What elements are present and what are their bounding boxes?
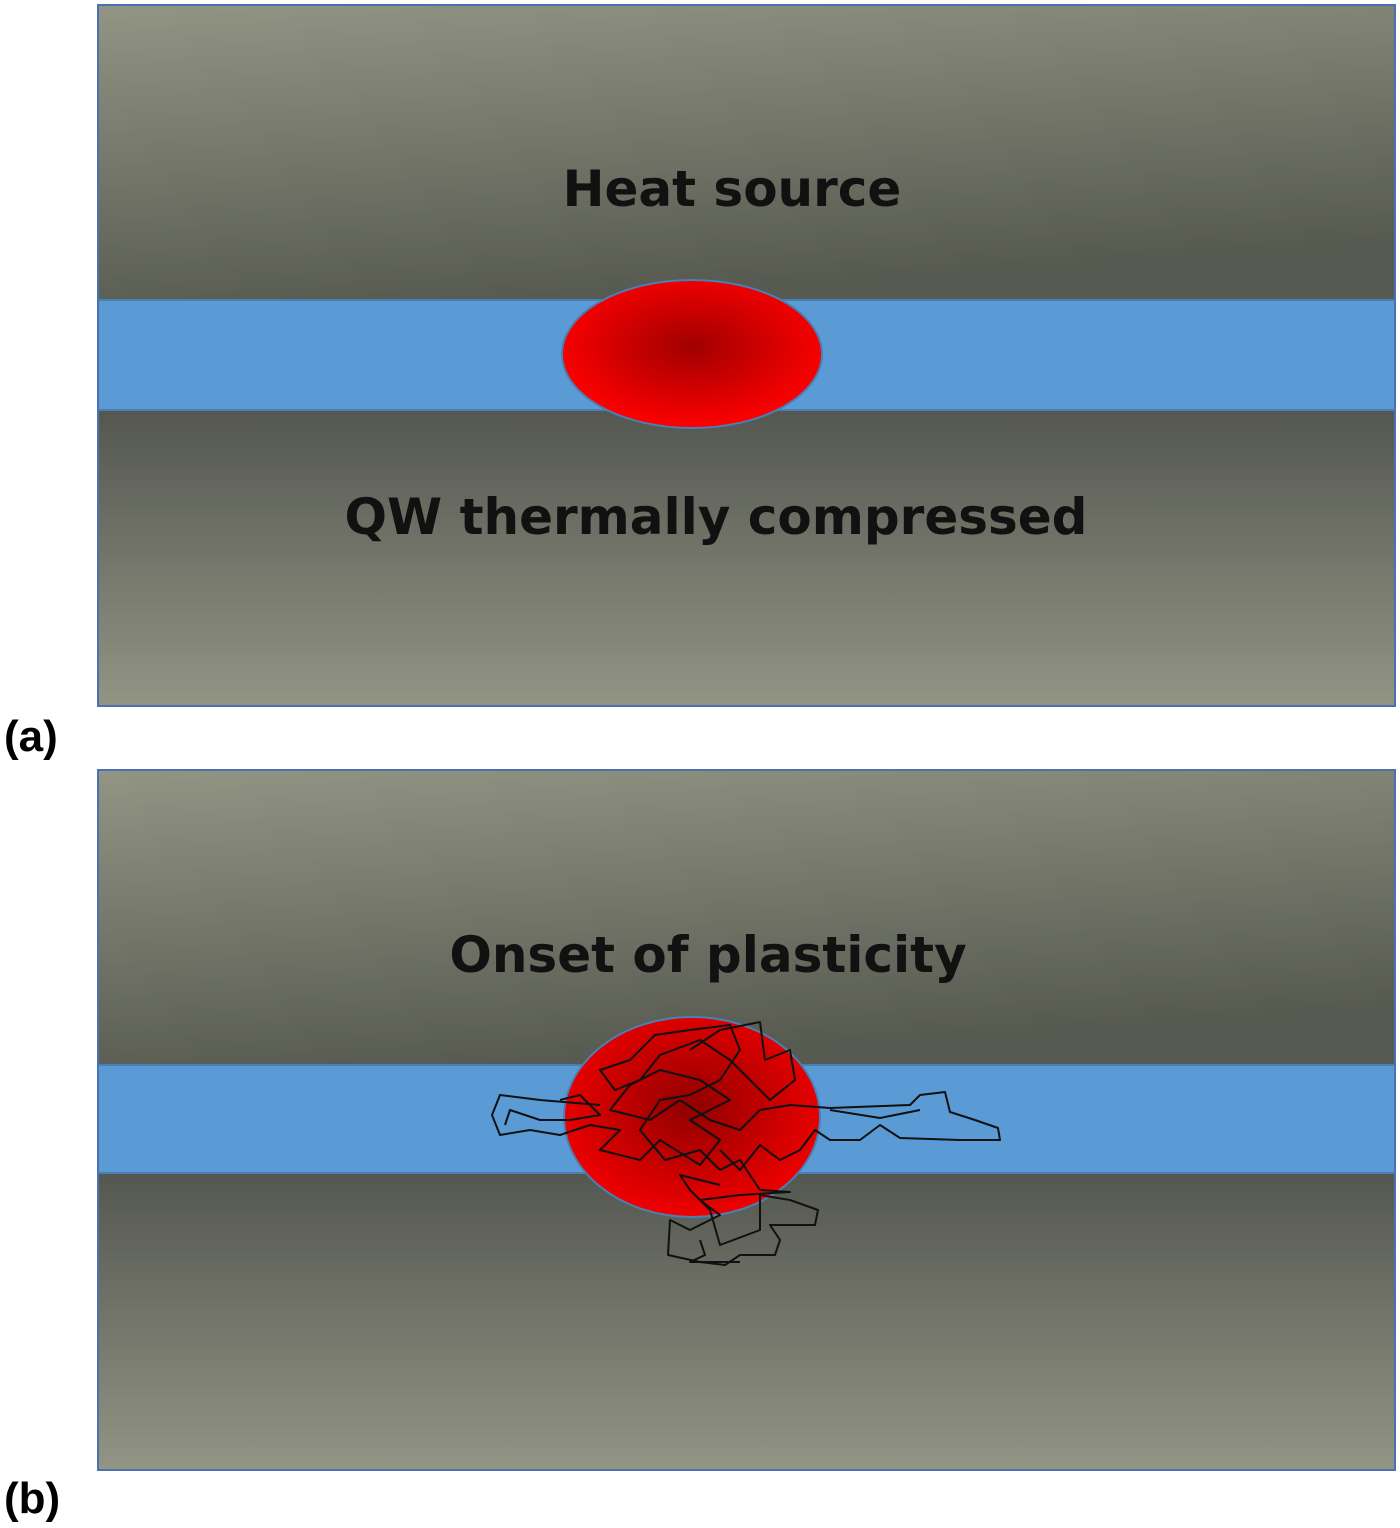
upper-barrier — [98, 770, 1395, 1067]
panel-a-label: (a) — [4, 712, 58, 761]
plasticity-onset-text: Onset of plasticity — [449, 926, 966, 984]
heat-source-text: Heat source — [563, 160, 902, 218]
panel-b-label: (b) — [4, 1474, 61, 1523]
heat-spot — [561, 279, 823, 429]
qw-compressed-text: QW thermally compressed — [345, 488, 1088, 546]
lower-barrier — [98, 410, 1395, 706]
heat-spot — [563, 1016, 821, 1218]
lower-barrier — [98, 1173, 1395, 1470]
dislocation-tangle — [491, 1021, 1001, 1266]
panel-a: Heat source QW thermally compressed — [97, 4, 1396, 707]
upper-barrier — [98, 5, 1395, 302]
panel-b: Onset of plasticity — [97, 769, 1396, 1471]
